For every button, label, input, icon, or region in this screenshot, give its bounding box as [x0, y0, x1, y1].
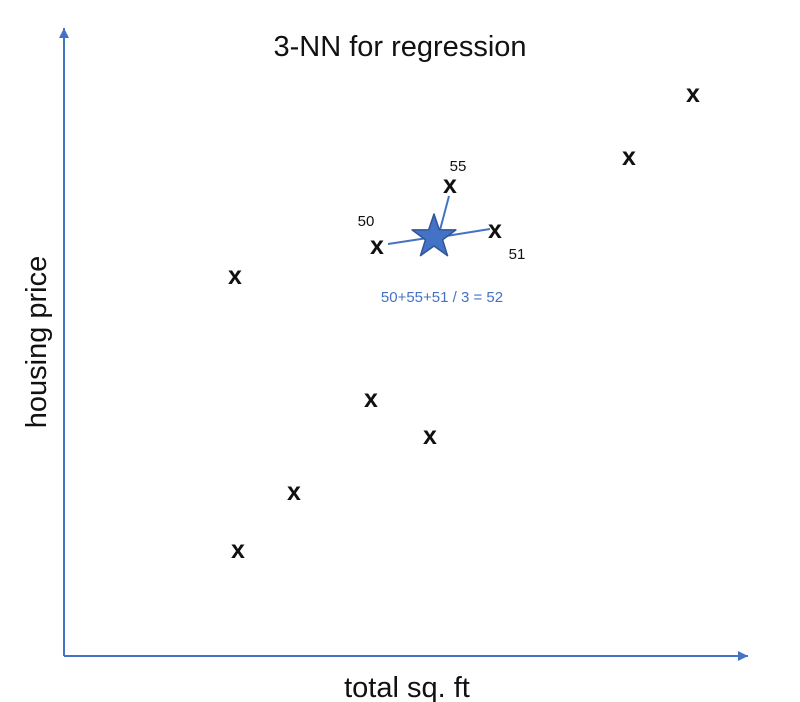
average-formula: 50+55+51 / 3 = 52: [381, 289, 503, 306]
y-axis-label: housing price: [21, 256, 53, 429]
data-point-marker: x: [423, 422, 437, 450]
data-point-marker: x: [287, 478, 301, 506]
data-point-marker: x: [364, 385, 378, 413]
x-axis-label: total sq. ft: [344, 672, 470, 702]
neighbor-link-top: [439, 195, 450, 231]
data-point-marker: x: [488, 216, 502, 244]
neighbor-value-top: 55: [450, 158, 467, 175]
data-point-marker: x: [443, 171, 457, 199]
diagram-title: 3-NN for regression: [273, 31, 526, 63]
data-point-marker: x: [622, 143, 636, 171]
neighbor-value-right: 51: [509, 246, 526, 263]
star-icon: [411, 213, 457, 257]
data-point-marker: x: [686, 80, 700, 108]
data-point-marker: x: [231, 536, 245, 564]
data-point-marker: x: [370, 232, 384, 260]
neighbor-value-left: 50: [358, 213, 375, 230]
data-point-marker: x: [228, 262, 242, 290]
